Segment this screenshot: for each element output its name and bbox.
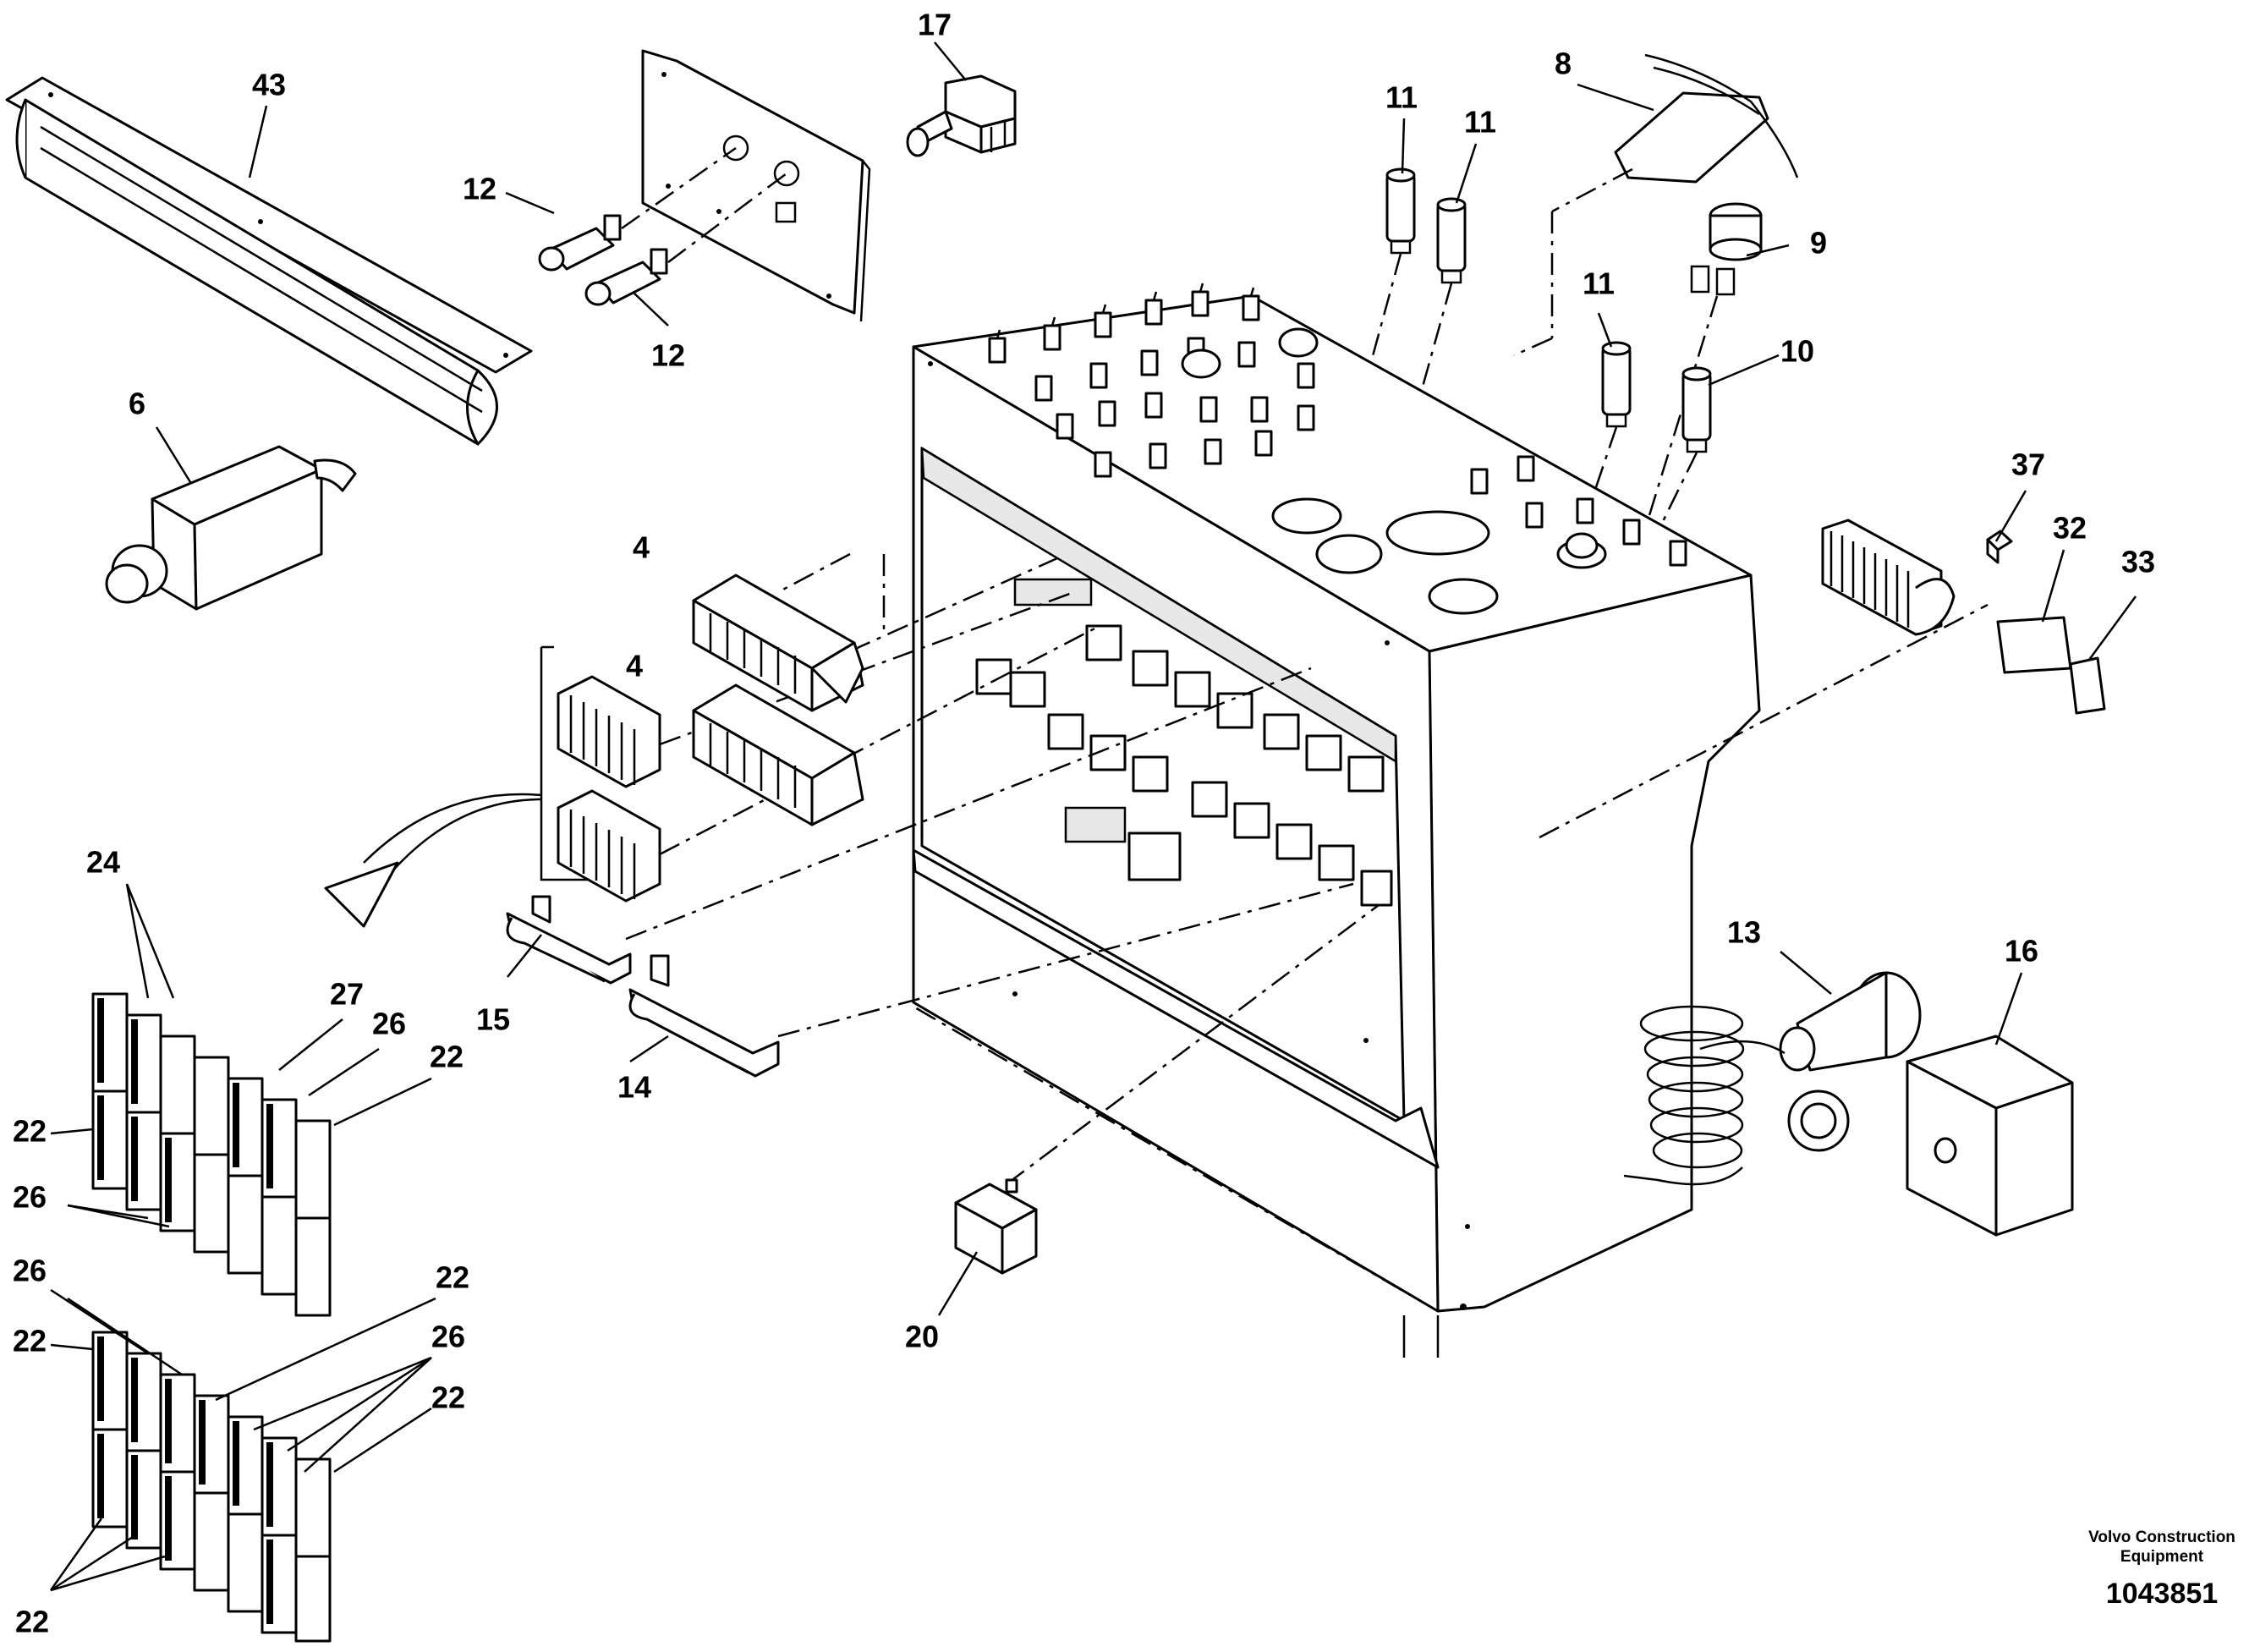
part-14-bracket [628, 954, 780, 1078]
label-24: 24 [86, 845, 120, 880]
heat-sink-block [1821, 519, 1956, 636]
label-16: 16 [2005, 934, 2038, 969]
part-43-profile-bar [5, 76, 533, 446]
fuse-assembly-lower [91, 1331, 332, 1643]
label-15: 15 [476, 1002, 510, 1037]
label-22-f: 22 [15, 1605, 49, 1639]
label-4-upper: 4 [633, 530, 650, 565]
label-26-c: 26 [13, 1254, 47, 1288]
label-11-c: 11 [1583, 266, 1615, 301]
drawing-number: 1043851 [2105, 1578, 2219, 1610]
part-15-bracket [506, 895, 632, 985]
label-33: 33 [2121, 545, 2155, 579]
label-12-lower: 12 [651, 338, 685, 373]
label-37: 37 [2011, 447, 2045, 482]
label-26-b: 26 [13, 1180, 47, 1215]
fuse-strip-lower [557, 789, 661, 903]
label-22-a: 22 [430, 1040, 464, 1074]
part-17-toggle-switch [906, 74, 1017, 157]
label-6: 6 [129, 387, 145, 421]
label-22-b: 22 [13, 1114, 47, 1149]
company-name-line-2: Equipment [2120, 1548, 2204, 1566]
fuse-assembly-upper [91, 992, 332, 1317]
label-22-d: 22 [13, 1324, 47, 1358]
curved-arrow [324, 793, 542, 928]
label-22-e: 22 [431, 1380, 465, 1415]
label-26-d: 26 [431, 1320, 465, 1354]
label-17: 17 [918, 8, 952, 42]
part-8-cover [1513, 53, 1799, 357]
panel-toggle-switch-array [988, 283, 1687, 567]
leader-lines [49, 41, 2137, 1592]
label-43: 43 [252, 68, 286, 102]
company-name-line-1: Volvo Construction [2088, 1529, 2235, 1546]
part-37-clip [1986, 530, 2013, 564]
part-labels: 43 17 12 12 11 11 11 8 9 10 6 4 4 37 32 … [13, 8, 2155, 1639]
part-12-lamp-socket-lower [584, 248, 668, 306]
part-32-cap [1996, 616, 2072, 674]
label-13: 13 [1727, 915, 1761, 950]
label-26-a: 26 [372, 1007, 406, 1041]
company-name: Volvo Construction Equipment [2064, 1528, 2260, 1567]
part-20-relay [954, 1178, 1038, 1275]
label-12-upper: 12 [463, 172, 496, 206]
label-22-c: 22 [436, 1260, 469, 1295]
label-9: 9 [1810, 226, 1827, 261]
label-27: 27 [330, 977, 364, 1012]
internal-relay-array [975, 578, 1393, 907]
main-control-box [912, 283, 1761, 1358]
label-8: 8 [1555, 47, 1572, 81]
part-4-relay-base-lower [692, 683, 864, 826]
fuse-strip-upper [557, 675, 661, 788]
part-33-cap [2069, 656, 2106, 715]
label-20: 20 [905, 1320, 939, 1354]
part-13-temperature-sensor [1623, 971, 1922, 1186]
part-4-relay-base-upper [692, 574, 864, 712]
part-16-control-unit [1906, 1035, 2074, 1237]
part-6-push-switch [105, 445, 357, 611]
label-4-lower: 4 [626, 649, 643, 683]
label-14: 14 [617, 1070, 651, 1105]
part-12-lamp-socket-upper [538, 214, 622, 272]
label-10: 10 [1780, 334, 1814, 369]
label-11-a: 11 [1385, 80, 1418, 115]
label-32: 32 [2053, 511, 2087, 546]
part-17-mount-plate [641, 49, 871, 322]
label-11-b: 11 [1464, 105, 1496, 140]
